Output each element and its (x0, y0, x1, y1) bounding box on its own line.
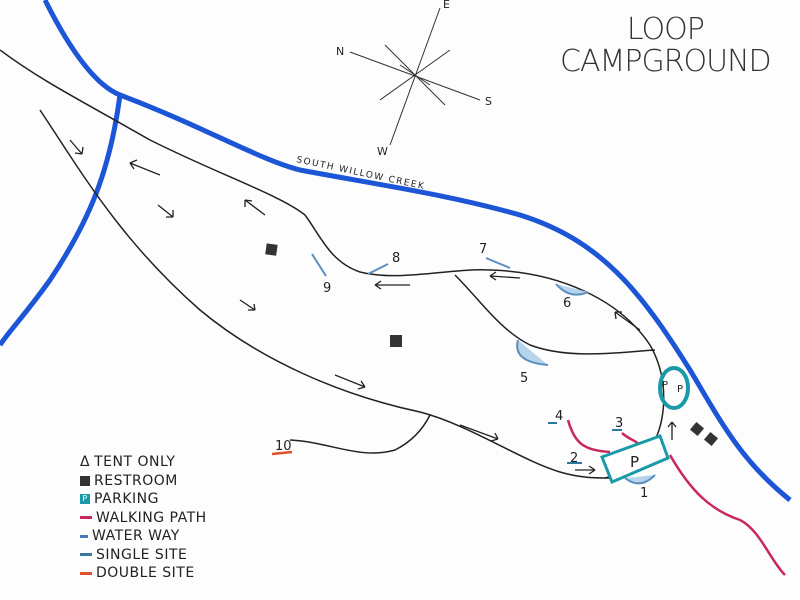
title-line-1: LOOP (626, 12, 705, 47)
title-line-2: CAMPGROUND (560, 44, 772, 79)
svg-text:2: 2 (570, 451, 578, 466)
site-10-double-underline (271, 450, 293, 456)
parking-lot-main: P (600, 434, 670, 484)
site-9 (311, 253, 327, 277)
svg-text:P: P (677, 384, 683, 395)
direction-arrows (69, 139, 677, 475)
restroom-icon (265, 243, 278, 256)
legend-walking-path: WALKING PATH (80, 509, 207, 528)
single-site-swatch (80, 553, 92, 557)
site-10-spur (289, 414, 431, 454)
svg-text:8: 8 (392, 251, 400, 266)
road-upper (0, 49, 665, 479)
legend-water-way: WATER WAY (80, 527, 207, 546)
site-5 (516, 339, 549, 366)
tent-icon: Δ (80, 454, 91, 470)
svg-text:6: 6 (563, 296, 571, 311)
restroom-icon (689, 421, 705, 437)
svg-text:10: 10 (275, 439, 292, 454)
site-1 (624, 474, 656, 485)
parking-icon: P (80, 494, 90, 505)
parking-lot-double: P P (658, 366, 690, 410)
svg-text:N: N (336, 45, 344, 58)
map-title: LOOP CAMPGROUND (560, 12, 772, 79)
site-6 (555, 283, 589, 296)
svg-text:S: S (485, 95, 492, 108)
legend-restroom: RESTROOM (80, 472, 207, 491)
water-way-swatch (80, 534, 88, 538)
svg-text:1: 1 (640, 486, 648, 501)
svg-text:5: 5 (520, 371, 528, 386)
svg-text:P: P (630, 453, 639, 471)
campsites (311, 253, 656, 485)
walking-paths (566, 419, 786, 576)
restroom-icon (390, 335, 402, 347)
legend-single-site: SINGLE SITE (80, 546, 207, 565)
restrooms (265, 243, 719, 447)
svg-text:4: 4 (555, 409, 563, 424)
svg-text:7: 7 (479, 242, 487, 257)
svg-text:E: E (443, 0, 450, 11)
double-site-swatch (80, 571, 92, 575)
compass-rose (349, 7, 481, 146)
svg-text:W: W (377, 145, 388, 158)
restroom-icon (80, 475, 90, 486)
svg-text:9: 9 (323, 281, 331, 296)
south-willow-creek (42, 0, 792, 502)
compass-labels: N E S W (336, 0, 492, 158)
site-7 (485, 257, 511, 269)
restroom-icon (703, 431, 719, 447)
legend-double-site: DOUBLE SITE (80, 564, 207, 583)
site-numbers: 1 2 3 4 5 6 7 8 9 10 (275, 242, 648, 501)
site-8 (367, 263, 389, 275)
svg-text:3: 3 (615, 416, 623, 431)
site-number-underlines (548, 422, 622, 464)
walking-path-swatch (80, 516, 92, 520)
road-inner (454, 274, 656, 355)
tributary (0, 94, 123, 347)
svg-text:P: P (662, 380, 668, 391)
road-lower (39, 109, 611, 479)
